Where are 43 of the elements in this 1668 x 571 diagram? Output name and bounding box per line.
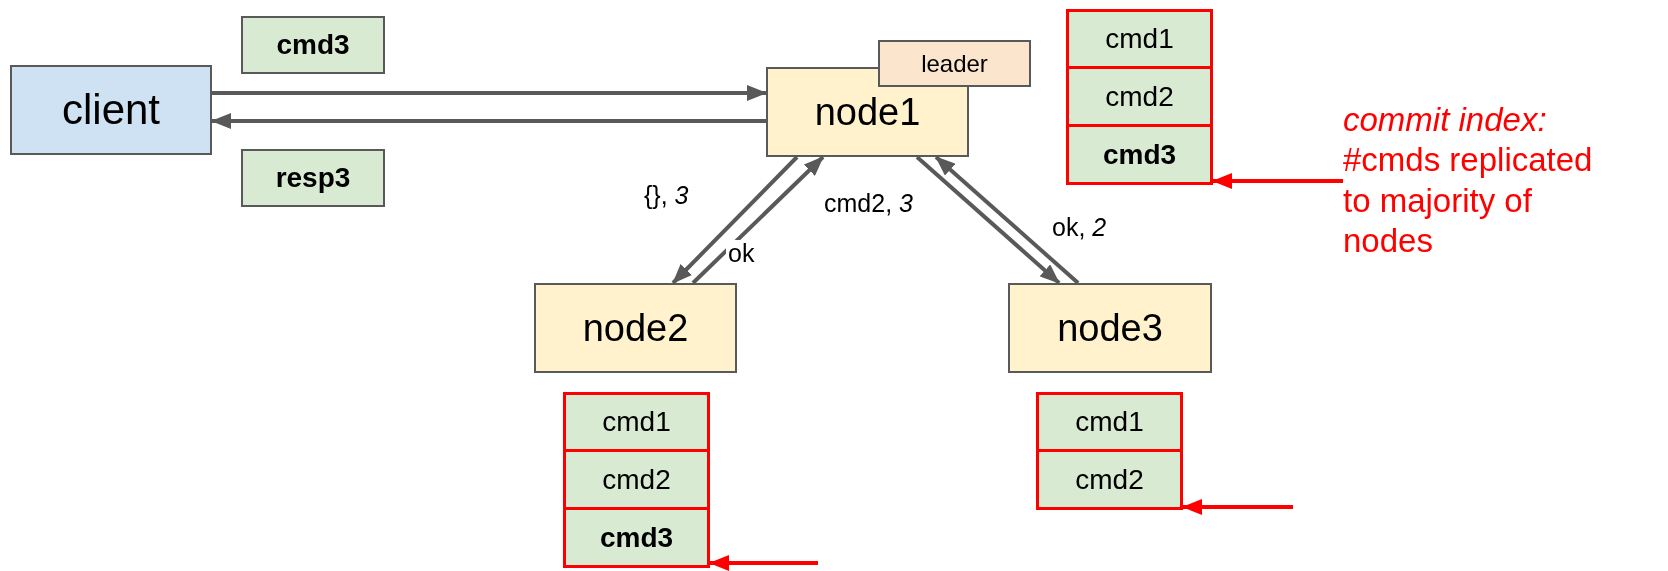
command-text: cmd2 [602, 463, 671, 496]
command-text: cmd2 [1075, 463, 1144, 496]
role-tag [878, 40, 1031, 87]
arrow [934, 155, 1080, 285]
arrow [915, 155, 1061, 285]
annotation-text: #cmds replicated to majority of nodes [1343, 140, 1594, 261]
arrow [691, 155, 825, 285]
annotation-heading: commit index: [1343, 100, 1548, 140]
pointer-arrow [709, 555, 818, 571]
command-text: cmd1 [602, 406, 671, 438]
arrow [212, 85, 767, 101]
box-label: node2 [582, 306, 689, 350]
box-label: node1 [814, 90, 921, 134]
command-text: cmd1 [1105, 23, 1174, 55]
edge-label: cmd2, 3 [822, 190, 915, 218]
role-label: leader [921, 49, 988, 78]
box-label: resp3 [275, 162, 351, 194]
edge-label: ok, 2 [1050, 214, 1109, 242]
box-label: client [61, 86, 161, 134]
log-entry [563, 449, 710, 510]
log-entry [1036, 449, 1183, 510]
arrow [211, 113, 766, 129]
log-entry [1066, 66, 1213, 127]
edge-label: {}, 3 [642, 182, 691, 210]
arrow [1212, 173, 1343, 189]
box-label: cmd3 [276, 29, 350, 61]
log-entry [1066, 124, 1213, 185]
log-entry [1066, 9, 1213, 69]
client-box [10, 65, 212, 155]
command-text: cmd1 [1075, 406, 1144, 438]
pointer-arrow [1182, 499, 1293, 515]
command-text: cmd3 [599, 521, 674, 554]
command-text: cmd3 [1102, 138, 1177, 171]
message-box [241, 149, 385, 207]
server-box [534, 283, 737, 373]
log-entry [563, 392, 710, 452]
command-text: cmd2 [1105, 80, 1174, 113]
server-box [1008, 283, 1212, 373]
arrow [671, 155, 799, 285]
message-box [241, 16, 385, 74]
log-entry [563, 507, 710, 568]
log-entry [1036, 392, 1183, 452]
box-label: node3 [1057, 306, 1163, 350]
